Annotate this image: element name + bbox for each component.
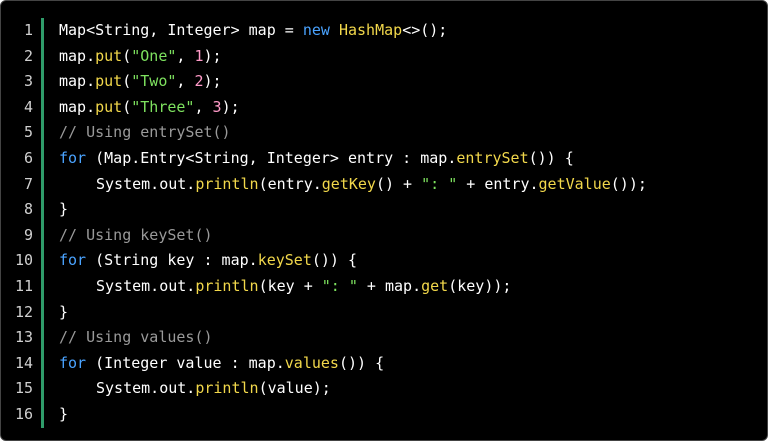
code-token: (Map.Entry<String, Integer> entry : map. [86,148,457,167]
code-token: (key + [258,276,322,295]
string-token: "Two" [131,72,177,91]
method-token: println [195,276,259,295]
line-number: 8 [23,200,33,219]
string-token: ": " [421,174,458,193]
method-token: getKey [321,174,376,193]
line-number: 3 [23,72,33,91]
code-line-4: map.put("Three", 3); [59,95,757,121]
code-token: } [59,302,69,321]
method-token: put [95,72,123,91]
class-token: HashMap [338,21,403,39]
code-token: ); [203,72,222,91]
code-token: () + [375,174,422,193]
code-line-6: for (Map.Entry<String, Integer> entry : … [59,146,757,172]
string-token: "One" [131,46,177,65]
code-line-14: for (Integer value : map.values()) { [59,351,757,377]
code-line-5: // Using entrySet() [59,120,757,146]
method-token: getValue [538,174,611,193]
code-token: + map. [357,276,422,295]
code-token: (key)); [448,276,512,295]
line-number: 14 [14,353,33,372]
method-token: get [421,276,449,295]
line-number: 7 [23,174,33,193]
code-token: (entry. [258,174,322,193]
code-line-11: System.out.println(key + ": " + map.get(… [59,274,757,300]
method-token: put [95,46,123,65]
code-token: ); [203,46,222,65]
code-token: <>(); [402,21,448,39]
code-token: ()) { [311,251,358,270]
keyword-token: for [59,251,87,270]
line-number: 6 [23,148,33,167]
code-token: map. [59,97,96,116]
code-token: Map<String, Integer> map = [59,21,303,39]
line-number: 11 [14,276,33,295]
code-token: , [176,46,195,65]
line-number: 15 [14,379,33,398]
string-token: "Three" [131,97,195,116]
code-token: (Integer value : map. [86,353,285,372]
code-token: ( [122,72,132,91]
method-token: put [95,97,123,116]
code-token: } [59,404,69,423]
keyword-token: new [302,21,330,39]
code-line-9: // Using keySet() [59,223,757,249]
code-token: map. [59,72,96,91]
code-line-15: System.out.println(value); [59,376,757,402]
method-token: println [195,379,259,398]
code-token: ()); [610,174,647,193]
line-number: 1 [23,21,33,39]
code-token: ()) { [528,148,574,167]
method-token: keySet [257,251,312,270]
comment-token: // Using values() [59,328,213,347]
code-token: System.out. [96,276,196,295]
code-token: (String key : map. [86,251,258,270]
code-content: Map<String, Integer> map = new HashMap<>… [59,18,757,428]
code-line-13: // Using values() [59,325,757,351]
code-token: System.out. [96,174,196,193]
code-line-1: Map<String, Integer> map = new HashMap<>… [59,18,757,44]
code-line-2: map.put("One", 1); [59,44,757,70]
method-token: values [284,353,339,372]
keyword-token: for [59,148,87,167]
code-token: map. [59,46,96,65]
code-token: ()) { [338,353,385,372]
method-token: entrySet [456,148,529,167]
number-token: 2 [194,72,204,91]
line-number: 2 [23,46,33,65]
code-line-8: } [59,197,757,223]
string-token: ": " [321,276,358,295]
method-token: println [195,174,259,193]
code-token: System.out. [96,379,196,398]
gutter-divider [41,18,44,428]
code-token: , [194,97,213,116]
code-line-16: } [59,402,757,428]
code-token [330,21,339,39]
code-token: ( [122,46,132,65]
comment-token: // Using entrySet() [59,123,231,142]
code-token: ( [122,97,132,116]
comment-token: // Using keySet() [59,225,213,244]
line-number-gutter: 1 2 3 4 5 6 7 8 9 10 11 12 13 14 15 16 [1,18,41,428]
line-number: 4 [23,97,33,116]
line-number: 16 [14,404,33,423]
code-token: ); [221,97,240,116]
code-token: + entry. [457,174,539,193]
number-token: 1 [194,46,204,65]
line-number: 13 [14,328,33,347]
code-token: (value); [258,379,331,398]
code-token: } [59,200,69,219]
code-line-10: for (String key : map.keySet()) { [59,248,757,274]
code-line-3: map.put("Two", 2); [59,69,757,95]
code-token: , [176,72,195,91]
code-line-7: System.out.println(entry.getKey() + ": "… [59,172,757,198]
line-number: 12 [14,302,33,321]
keyword-token: for [59,353,87,372]
line-number: 9 [23,225,33,244]
line-number: 10 [14,251,33,270]
line-number: 5 [23,123,33,142]
code-line-12: } [59,300,757,326]
number-token: 3 [212,97,222,116]
